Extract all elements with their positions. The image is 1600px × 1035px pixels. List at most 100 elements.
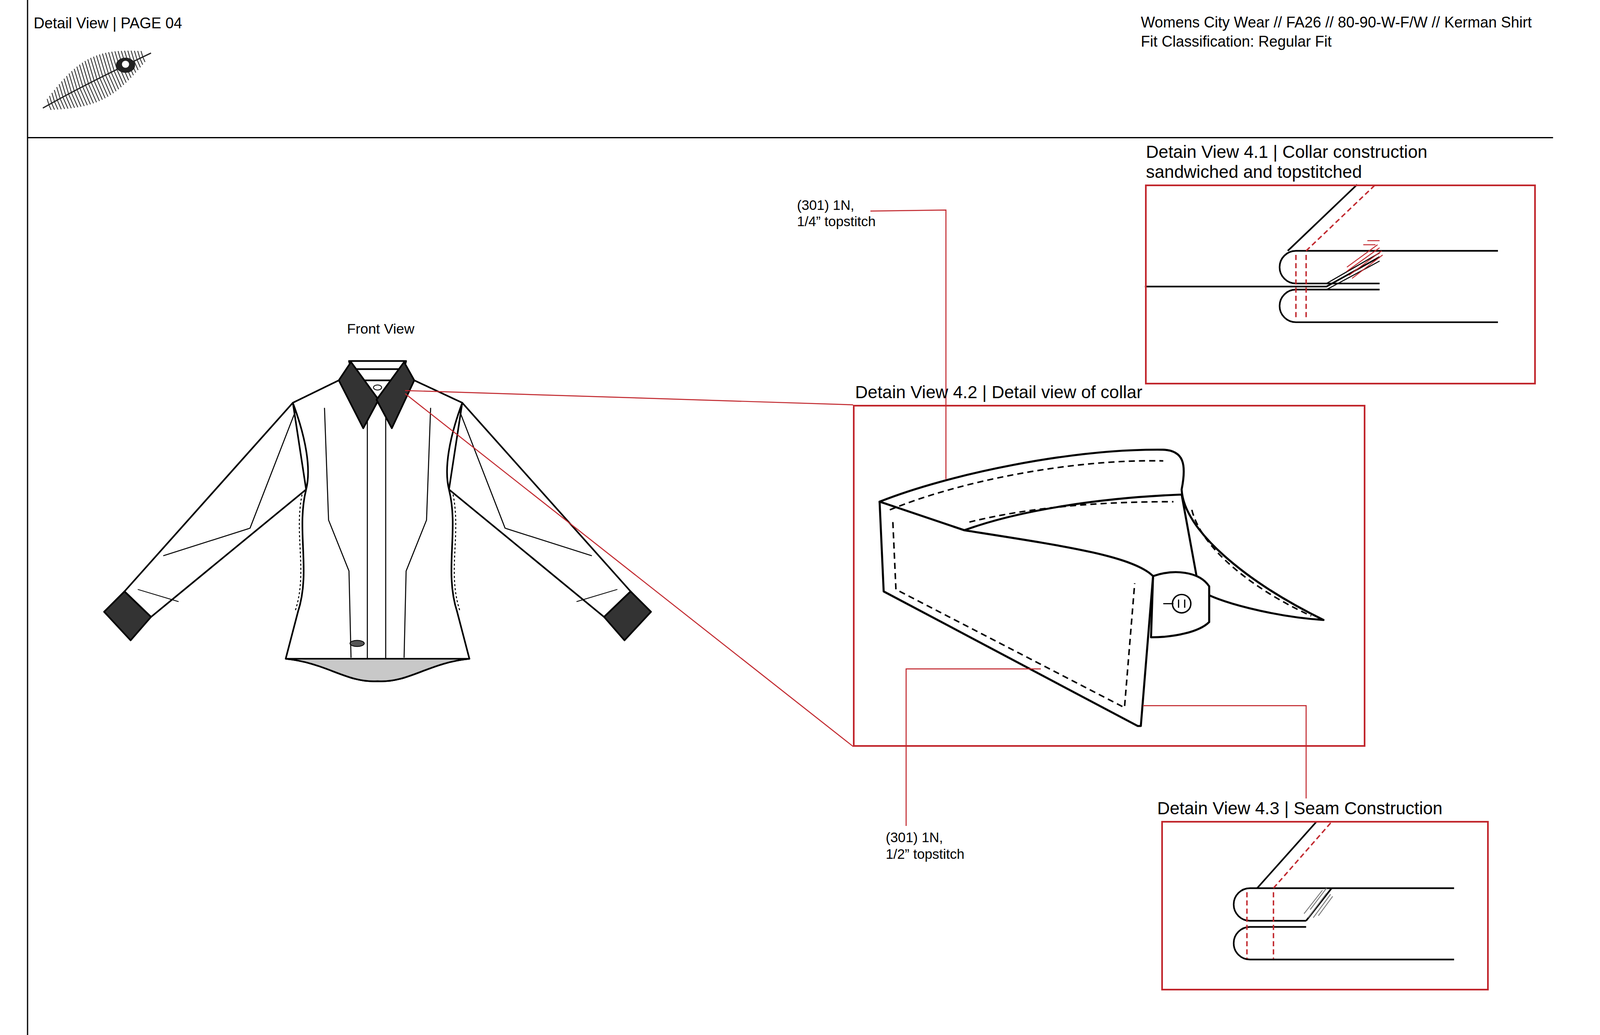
shirt-front-view [367,418,386,660]
feather-barb [102,77,111,95]
shirt-front-view [104,361,652,682]
page-frame [27,137,1553,139]
shirt-front-view [324,407,352,658]
feather-barb [71,93,78,108]
seam-section-4-1 [1347,245,1383,279]
seam-section-4-3 [1247,892,1274,959]
seam-section-4-3 [1257,822,1317,889]
feather-barb [137,60,141,68]
style-header: Womens City Wear // FA26 // 80-90-W-F/W … [1140,13,1532,32]
feather-logo [42,50,152,110]
seam-section-4-3 [1304,888,1333,918]
feather-barb [94,81,103,100]
feather-barb [80,89,88,106]
feather-barb [60,99,65,109]
seam-section-4-1 [1145,184,1498,323]
detail-view-panel: Detain View 4.1 | Collar construction sa… [1145,142,1536,385]
leader-line [1142,705,1307,747]
shirt-front-view [449,402,631,618]
feather-barb [85,86,94,104]
shirt-front-view [295,494,303,613]
shirt-front-view [349,361,407,370]
feather-quill [42,52,152,108]
shirt-front-view [285,380,470,682]
feather-barb [56,87,61,100]
seam-section-4-1 [1279,250,1498,284]
leader-line [870,210,946,480]
feather-barb [49,105,52,110]
seam-section-4-1 [1287,184,1358,251]
feather-barb [85,60,92,83]
collar-detail [879,502,1153,727]
panel-frame [1161,821,1489,991]
seam-section-4-1 [1363,240,1380,245]
shirt-front-view [404,407,431,658]
feather-barb [69,73,75,92]
leader-line [405,393,853,747]
shirt-front-view [124,402,307,618]
feather-barb [47,98,49,105]
collar-detail [969,502,1174,523]
feather-barb [105,75,114,93]
feather-eye [122,60,130,68]
feather-barb [105,52,112,74]
feather-barb [99,54,107,77]
panel-heading: Detain View 4.3 | Seam Construction [1157,798,1484,819]
leader-line [405,210,1306,827]
collar-detail [879,450,1324,727]
feather-barb [90,57,98,81]
page-frame [27,0,29,1035]
feather-barb [111,72,119,90]
feather-barb [91,83,100,102]
shirt-front-view [350,640,365,648]
feather-barb [57,100,62,110]
feather-barb [87,59,95,83]
leader-connector [1305,747,1307,799]
feather-barb [52,92,55,103]
feather-barb [76,66,83,88]
collar-detail [1163,600,1185,609]
collar-detail [892,522,1135,709]
seam-section-4-1 [1347,240,1383,279]
feather-barb [114,71,122,88]
feather-barb [102,53,109,75]
feather-barb [74,68,81,90]
seam-section-4-1 [1295,255,1306,321]
collar-detail [1150,572,1210,638]
shirt-front-view [376,362,415,429]
panel-frame [852,405,1365,747]
seam-section-4-1 [1279,289,1498,323]
leader-line [405,390,853,405]
seam-section-4-3 [1233,822,1455,960]
shirt-front-view [373,385,382,390]
feather-barb [71,71,78,91]
view-label: Front View [347,320,415,338]
panel-frame [1145,184,1536,385]
seam-section-4-3 [1233,927,1455,960]
shirt-front-view [459,410,592,556]
feather-barb [54,102,58,110]
detail-view-panel: Detain View 4.3 | Seam Construction [1157,798,1489,991]
shirt-front-view [285,659,470,682]
seam-section-4-1 [1145,257,1380,287]
shirt-front-view [163,410,296,556]
collar-detail [1191,510,1312,617]
feather-barb [100,78,108,97]
feather-barb [134,50,138,60]
collar-detail [890,460,1312,708]
stitch-callout: (301) 1N, 1/2” topstitch [885,829,968,863]
page-title: Detail View | PAGE 04 [33,14,183,33]
page-frame [27,0,1553,1035]
feather-barb [54,90,58,101]
shirt-front-view [104,591,152,641]
seam-section-4-3 [1273,822,1332,889]
fit-header: Fit Classification: Regular Fit [1140,32,1332,51]
feather-barb [142,57,145,63]
feather-barb [93,56,100,79]
feather-barb [97,80,106,99]
feather-barb [49,95,53,104]
detail-view-panel: Detain View 4.2 | Detail view of collar [852,382,1365,748]
feather-barb [68,95,75,108]
feather-barb [108,52,115,72]
